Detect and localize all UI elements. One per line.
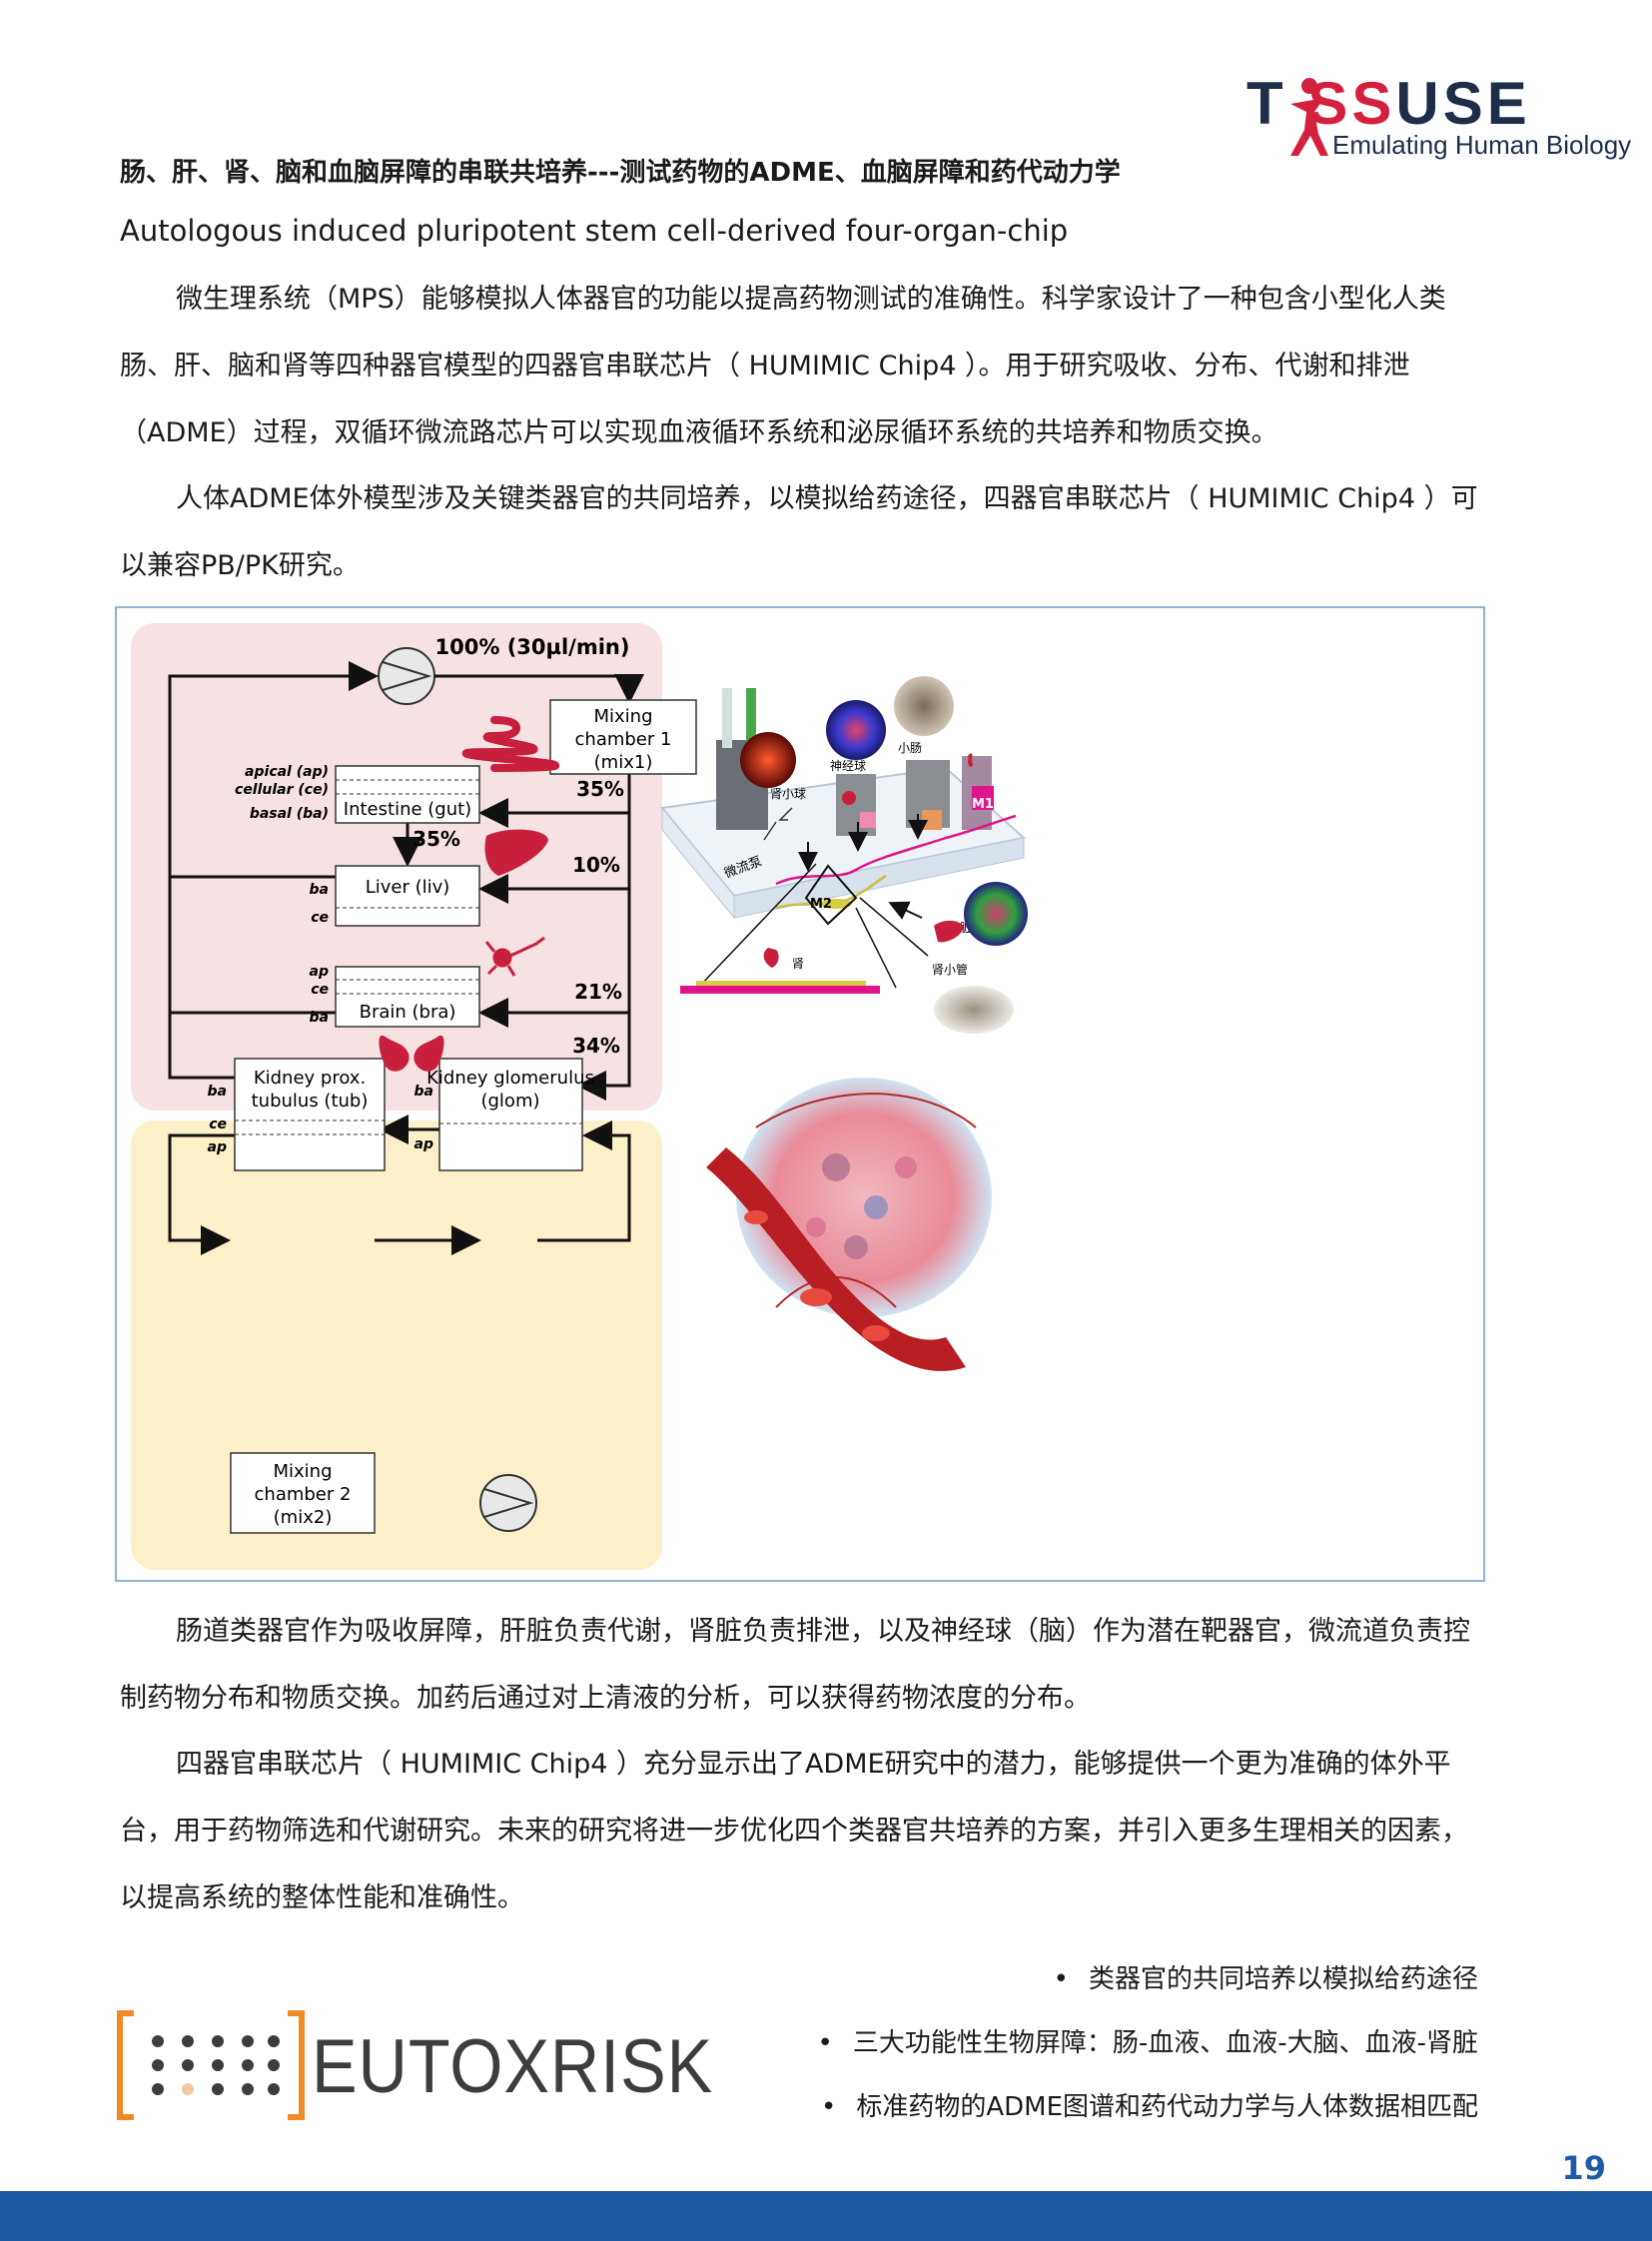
kidney-tubulus-compartment: Kidney prox. tubulus (tub) ba ce ap bbox=[208, 1058, 386, 1171]
svg-text:神经球: 神经球 bbox=[830, 759, 866, 773]
pct-brain: 21% bbox=[574, 980, 622, 1004]
bullet-item: •三大功能性生物屏障：肠-血液、血液-大脑、血液-肾脏 bbox=[817, 2028, 1479, 2058]
svg-text:ce: ce bbox=[311, 982, 329, 998]
svg-text:ba: ba bbox=[310, 882, 329, 898]
tissue-vessel-illustration bbox=[706, 1078, 992, 1371]
article-subtitle: Autologous induced pluripotent stem cell… bbox=[120, 214, 1069, 248]
svg-text:小肠: 小肠 bbox=[898, 741, 922, 755]
bullet-item: •类器官的共同培养以模拟给药途径 bbox=[1053, 1964, 1478, 1994]
chip-illustration: 微流泵 肾小球 神经球 小肠 M1 M2 肝脏 肾 肾小管 bbox=[660, 676, 1028, 1034]
svg-text:ce: ce bbox=[209, 1117, 227, 1132]
footer-bar bbox=[0, 2191, 1652, 2241]
liver-icon bbox=[484, 829, 548, 876]
paragraph-adme-model: 人体ADME体外模型涉及关键类器官的共同培养，以模拟给药途径，四器官串联芯片（ … bbox=[120, 483, 1478, 581]
svg-text:tubulus (tub): tubulus (tub) bbox=[252, 1091, 369, 1112]
article-heading: 肠、肝、肾、脑和血脑屏障的串联共培养---测试药物的ADME、血脑屏障和药代动力… bbox=[120, 158, 1121, 188]
neuron-icon bbox=[484, 936, 545, 977]
pump-top-icon bbox=[378, 647, 435, 705]
svg-text:chamber 1: chamber 1 bbox=[575, 729, 672, 750]
flow-lines bbox=[168, 661, 644, 1255]
svg-text:ce: ce bbox=[311, 910, 329, 926]
pct-liver: 10% bbox=[572, 853, 620, 877]
eutoxrisk-logo: EUTOXRISK bbox=[116, 2005, 712, 2125]
liver-compartment: Liver (liv) ba ce bbox=[310, 865, 480, 927]
page-number: 19 bbox=[1561, 2149, 1606, 2187]
four-organ-chip-figure: 100% (30µl/min) 35% 35% 10% 21% 34% Mixi… bbox=[115, 606, 1485, 1582]
paragraph-organ-roles: 肠道类器官作为吸收屏障，肝脏负责代谢，肾脏负责排泄，以及神经球（脑）作为潜在靶器… bbox=[120, 1616, 1470, 1714]
eutoxrisk-wordmark: EUTOXRISK bbox=[312, 2024, 714, 2109]
svg-text:M1: M1 bbox=[972, 797, 994, 812]
svg-text:M2: M2 bbox=[810, 897, 832, 912]
intestine-compartment: Intestine (gut) apical (ap) cellular (ce… bbox=[235, 764, 480, 824]
tissuse-tagline: Emulating Human Biology bbox=[1332, 130, 1632, 160]
svg-text:(mix1): (mix1) bbox=[594, 752, 653, 773]
bullet-item: •标准药物的ADME图谱和药代动力学与人体数据相匹配 bbox=[820, 2092, 1478, 2122]
tissuse-figure-icon bbox=[1290, 78, 1328, 156]
pct-gut: 35% bbox=[576, 777, 624, 801]
svg-text:Mixing: Mixing bbox=[593, 706, 652, 727]
svg-text:肾小管: 肾小管 bbox=[932, 962, 968, 977]
kidney-icon bbox=[379, 1035, 444, 1072]
svg-text:ap: ap bbox=[414, 1136, 433, 1152]
svg-text:肾: 肾 bbox=[792, 957, 804, 971]
svg-text:chamber 2: chamber 2 bbox=[255, 1484, 352, 1505]
svg-text:apical (ap): apical (ap) bbox=[245, 764, 329, 780]
svg-text:Brain (bra): Brain (bra) bbox=[360, 1002, 456, 1023]
svg-text:肾小球: 肾小球 bbox=[770, 787, 806, 801]
intestine-icon bbox=[461, 716, 559, 772]
svg-text:(glom): (glom) bbox=[480, 1091, 539, 1112]
svg-text:cellular (ce): cellular (ce) bbox=[235, 782, 329, 798]
svg-text:ba: ba bbox=[414, 1084, 433, 1100]
pct-gut-liver: 35% bbox=[413, 827, 460, 851]
mixing-chamber-2: Mixing chamber 2 (mix2) bbox=[230, 1452, 376, 1534]
svg-text:ap: ap bbox=[310, 964, 329, 980]
svg-text:ba: ba bbox=[310, 1010, 329, 1026]
svg-text:Intestine (gut): Intestine (gut) bbox=[344, 799, 471, 820]
tissuse-logo: TISSUSE Emulating Human Biology bbox=[1246, 70, 1631, 162]
pump-bottom-icon bbox=[479, 1474, 537, 1532]
eutoxrisk-bracket-icon bbox=[117, 2010, 305, 2120]
svg-text:(mix2): (mix2) bbox=[274, 1507, 333, 1528]
svg-text:Mixing: Mixing bbox=[273, 1461, 332, 1482]
flow-rate-label: 100% (30µl/min) bbox=[435, 635, 630, 659]
svg-text:ap: ap bbox=[208, 1139, 227, 1155]
tissuse-wordmark: TISSUSE bbox=[1246, 70, 1531, 137]
highlight-bullets: •类器官的共同培养以模拟给药途径 •三大功能性生物屏障：肠-血液、血液-大脑、血… bbox=[679, 1947, 1479, 2139]
svg-text:basal (ba): basal (ba) bbox=[250, 806, 329, 822]
svg-text:Kidney prox.: Kidney prox. bbox=[254, 1068, 366, 1089]
paragraph-outlook: 四器官串联芯片（ HUMIMIC Chip4 ）充分显示出了ADME研究中的潜力… bbox=[120, 1749, 1468, 1913]
urine-loop-area bbox=[131, 1120, 662, 1570]
kidney-glomerulus-compartment: Kidney glomerulus (glom) ba ap bbox=[414, 1058, 594, 1171]
svg-text:Liver (liv): Liver (liv) bbox=[366, 877, 450, 898]
svg-text:ba: ba bbox=[208, 1084, 227, 1100]
paragraph-intro: 微生理系统（MPS）能够模拟人体器官的功能以提高药物测试的准确性。科学家设计了一… bbox=[120, 284, 1446, 448]
brain-compartment: Brain (bra) ap ce ba bbox=[310, 964, 480, 1028]
mixing-chamber-1: Mixing chamber 1 (mix1) bbox=[549, 699, 697, 775]
pct-kidney: 34% bbox=[572, 1034, 620, 1058]
svg-text:Kidney glomerulus: Kidney glomerulus bbox=[426, 1068, 594, 1089]
